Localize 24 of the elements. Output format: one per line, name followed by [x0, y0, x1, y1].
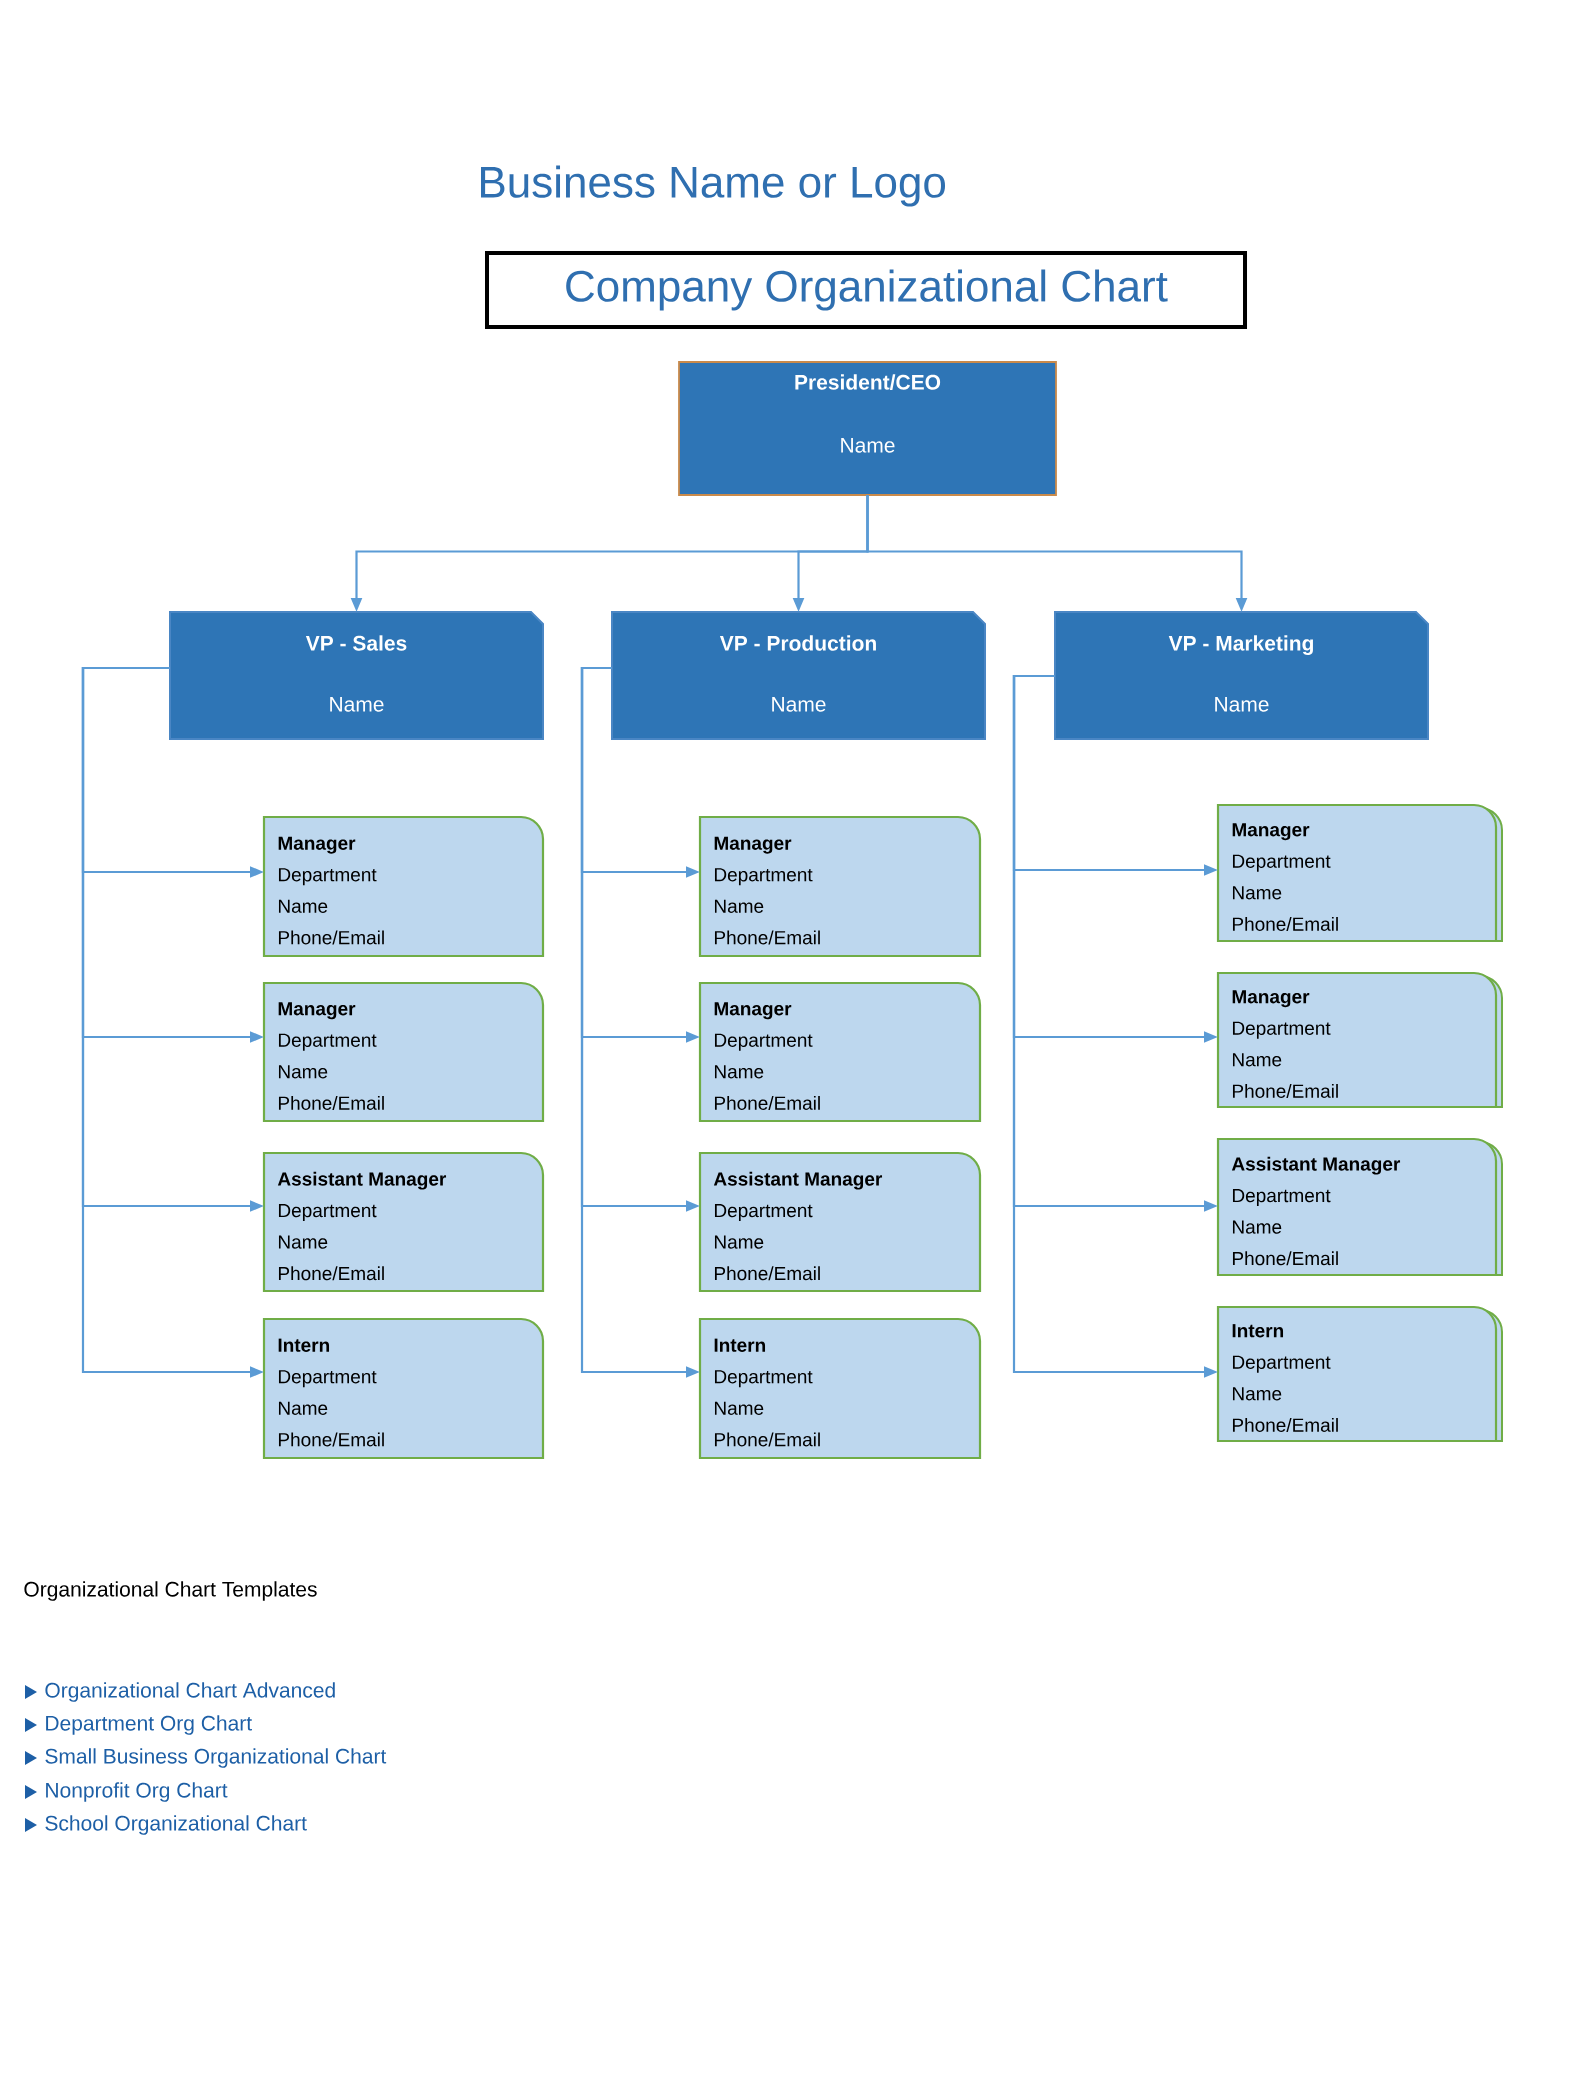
contact-card: Manager Department Name Phone/Email: [262, 815, 545, 958]
position-box: President/CEO Name: [678, 361, 1057, 496]
link: Nonprofit Org Chart: [46, 1782, 228, 1802]
contact-card: Intern Department Name Phone/Email: [698, 1317, 982, 1460]
contact-card: Manager Department Name Phone/Email: [698, 981, 982, 1123]
contact-card: Intern Department Name Phone/Email: [1216, 1305, 1503, 1443]
header-text: Business Name or Logo: [481, 165, 946, 207]
contact-card: Manager Department Name Phone/Email: [698, 815, 982, 958]
link: Small Business Organizational Chart: [45, 1748, 387, 1768]
footer-text: Organizational Chart Templates: [24, 1581, 317, 1601]
contact-card: Manager Department Name Phone/Email: [1216, 971, 1503, 1109]
contact-card: Manager Department Name Phone/Email: [1216, 803, 1503, 943]
position-box: VP - Sales Name: [169, 611, 544, 740]
title-box: Company Organizational Chart: [485, 251, 1247, 329]
contact-card: Assistant Manager Department Name Phone/Email: [262, 1151, 545, 1293]
position-box: VP - Production Name: [611, 611, 986, 740]
link: School Organizational Chart: [45, 1815, 307, 1835]
contact-card: Intern Department Name Phone/Email: [262, 1317, 545, 1460]
contact-card: Assistant Manager Department Name Phone/Email: [698, 1151, 982, 1293]
contact-card: Manager Department Name Phone/Email: [262, 981, 545, 1123]
position-box: VP - Marketing Name: [1054, 611, 1429, 740]
contact-card: Assistant Manager Department Name Phone/Email: [1216, 1137, 1503, 1277]
link: Department Org Chart: [46, 1715, 252, 1735]
link: Organizational Chart Advanced: [45, 1682, 335, 1702]
